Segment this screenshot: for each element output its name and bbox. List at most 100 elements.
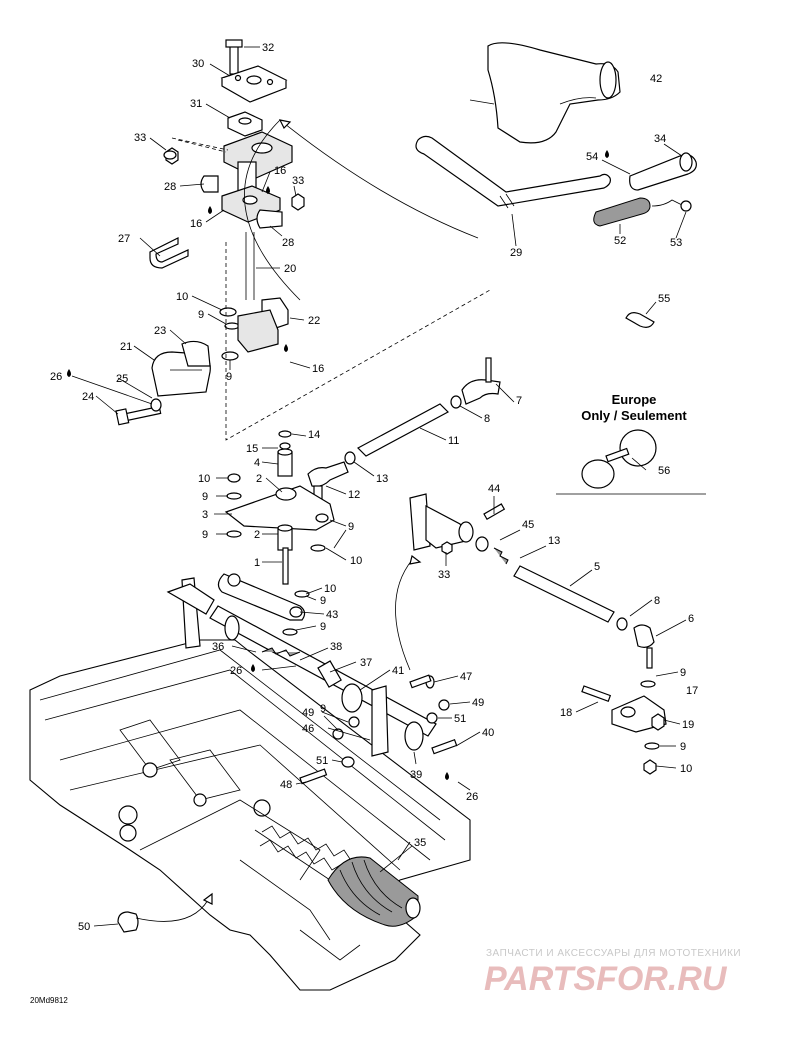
callout-9: 9	[320, 595, 326, 607]
callout-37: 37	[360, 657, 372, 669]
callout-51: 51	[454, 713, 466, 725]
handlebar-assembly	[278, 42, 697, 328]
callout-24: 24	[82, 391, 94, 403]
callout-39: 39	[410, 769, 422, 781]
callout-51: 51	[316, 755, 328, 767]
europe-subtitle: Only / Seulement	[581, 408, 687, 423]
lubricant-drop-icon	[445, 772, 449, 780]
callout-16: 16	[312, 363, 324, 375]
callout-52: 52	[614, 235, 626, 247]
callout-11: 11	[448, 435, 459, 447]
callout-43: 43	[326, 609, 338, 621]
callout-20: 20	[284, 263, 296, 275]
upper-tie-rod	[307, 357, 501, 505]
callout-16: 16	[274, 165, 286, 177]
callout-3: 3	[202, 509, 208, 521]
callout-18: 18	[560, 707, 572, 719]
callout-2: 2	[256, 473, 262, 485]
callout-26: 26	[466, 791, 478, 803]
watermark-tagline: ЗАПЧАСТИ И АКСЕССУАРЫ ДЛЯ МОТОТЕХНИКИ	[486, 948, 741, 959]
callout-49: 49	[302, 707, 314, 719]
callout-33: 33	[438, 569, 450, 581]
callout-2: 2	[254, 529, 260, 541]
callout-10: 10	[324, 583, 336, 595]
callout-36: 36	[212, 641, 224, 653]
callout-12: 12	[348, 489, 360, 501]
callout-35: 35	[414, 837, 426, 849]
lubricant-drop-icon	[208, 206, 212, 214]
callout-21: 21	[120, 341, 132, 353]
callout-25: 25	[116, 373, 128, 385]
callout-22: 22	[308, 315, 320, 327]
callout-13: 13	[376, 473, 388, 485]
callout-13: 13	[548, 535, 560, 547]
callout-9: 9	[320, 621, 326, 633]
europe-title: Europe	[612, 392, 657, 407]
callout-9: 9	[226, 371, 232, 383]
callout-1: 1	[254, 557, 260, 569]
misc-parts	[117, 150, 213, 933]
callout-19: 19	[682, 719, 694, 731]
callout-5: 5	[594, 561, 600, 573]
callout-numbers: 32 30 31 33 16 33 28 16 28 27 20 10 9 22…	[50, 42, 698, 933]
callout-55: 55	[658, 293, 670, 305]
steering-boot	[327, 845, 421, 927]
callout-32: 32	[262, 42, 274, 54]
callout-53: 53	[670, 237, 682, 249]
callout-17: 17	[686, 685, 698, 697]
lower-steering-shaft	[166, 577, 458, 785]
pitman-arm-assembly	[217, 430, 335, 636]
callout-50: 50	[78, 921, 90, 933]
lubricant-drop-icon	[284, 344, 288, 352]
callout-33: 33	[134, 132, 146, 144]
callout-10: 10	[350, 555, 362, 567]
callout-6: 6	[688, 613, 694, 625]
callout-8: 8	[654, 595, 660, 607]
callout-54: 54	[586, 151, 598, 163]
callout-49: 49	[472, 697, 484, 709]
callout-28: 28	[164, 181, 176, 193]
watermark: ЗАПЧАСТИ И АКСЕССУАРЫ ДЛЯ МОТОТЕХНИКИ PA…	[484, 948, 741, 998]
callout-34: 34	[654, 133, 666, 145]
callout-10: 10	[680, 763, 692, 775]
callout-9: 9	[320, 703, 326, 715]
callout-41: 41	[392, 665, 404, 677]
lubricant-drop-icon	[67, 369, 71, 377]
callout-31: 31	[190, 98, 202, 110]
callout-9: 9	[198, 309, 204, 321]
upper-column-assembly	[115, 39, 491, 441]
callout-47: 47	[460, 671, 472, 683]
callout-14: 14	[308, 429, 320, 441]
callout-9: 9	[680, 667, 686, 679]
callout-9: 9	[680, 741, 686, 753]
callout-29: 29	[510, 247, 522, 259]
callout-44: 44	[488, 483, 500, 495]
callout-27: 27	[118, 233, 130, 245]
callout-16: 16	[190, 218, 202, 230]
right-steering-linkage	[395, 493, 667, 775]
callout-15: 15	[246, 443, 258, 455]
callout-10: 10	[176, 291, 188, 303]
callout-28: 28	[282, 237, 294, 249]
callout-33: 33	[292, 175, 304, 187]
callout-23: 23	[154, 325, 166, 337]
watermark-logo: PARTSFOR.RU	[484, 960, 728, 998]
callout-9: 9	[348, 521, 354, 533]
lubricant-drop-icon	[266, 186, 270, 194]
lubricant-drop-icon	[251, 664, 255, 672]
drawing-code: 20Md9812	[30, 996, 68, 1005]
callout-38: 38	[330, 641, 342, 653]
chassis-frame: 20Md9812	[29, 639, 471, 1005]
callout-30: 30	[192, 58, 204, 70]
callout-9: 9	[202, 529, 208, 541]
callout-26: 26	[230, 665, 242, 677]
callout-56: 56	[658, 465, 670, 477]
callout-26: 26	[50, 371, 62, 383]
callout-46: 46	[302, 723, 314, 735]
shock-spring	[259, 825, 353, 871]
lubricant-drops	[67, 150, 609, 780]
callout-9: 9	[202, 491, 208, 503]
callout-42: 42	[650, 73, 662, 85]
callout-10: 10	[198, 473, 210, 485]
